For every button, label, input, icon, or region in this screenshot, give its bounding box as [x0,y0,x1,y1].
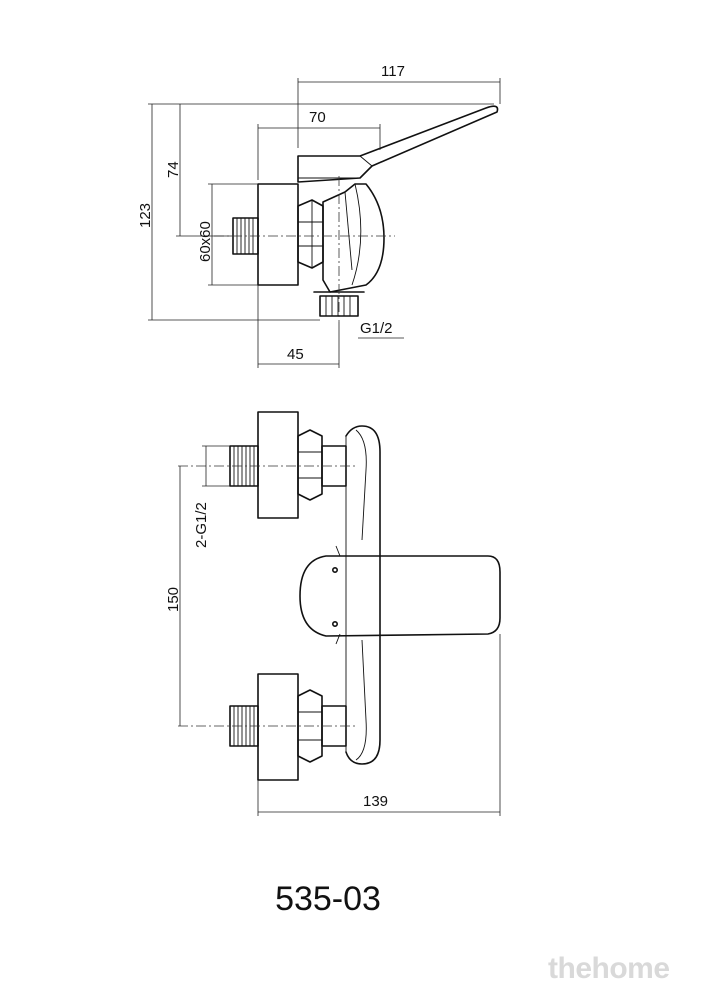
dim-60x60: 60x60 [197,221,214,262]
dim-117: 117 [381,63,405,80]
front-bottom-hex-nut [297,689,323,763]
model-number: 535-03 [275,880,381,918]
dim-70: 70 [309,109,326,126]
side-mixer-body [322,183,385,293]
dim-74: 74 [165,161,182,178]
dim-139: 139 [363,793,388,810]
front-mixer-body [345,425,381,765]
dim-150: 150 [165,587,182,612]
front-bottom-flange [257,673,299,781]
dim-123: 123 [137,203,154,228]
side-hex-nut [297,199,324,269]
watermark-logo: thehome [548,952,670,985]
dim-2-g12: 2-G1/2 [193,502,210,548]
front-top-hex-nut [297,429,323,501]
side-view: 117 70 74 123 60x60 G1/2 45 [137,63,501,368]
dim-g12: G1/2 [360,320,393,337]
side-lever [297,105,499,183]
front-lever [299,555,501,637]
dim-45: 45 [287,346,304,363]
side-wall-flange [257,183,299,286]
front-top-flange [257,411,299,519]
front-view: 2-G1/2 150 139 [165,411,501,816]
